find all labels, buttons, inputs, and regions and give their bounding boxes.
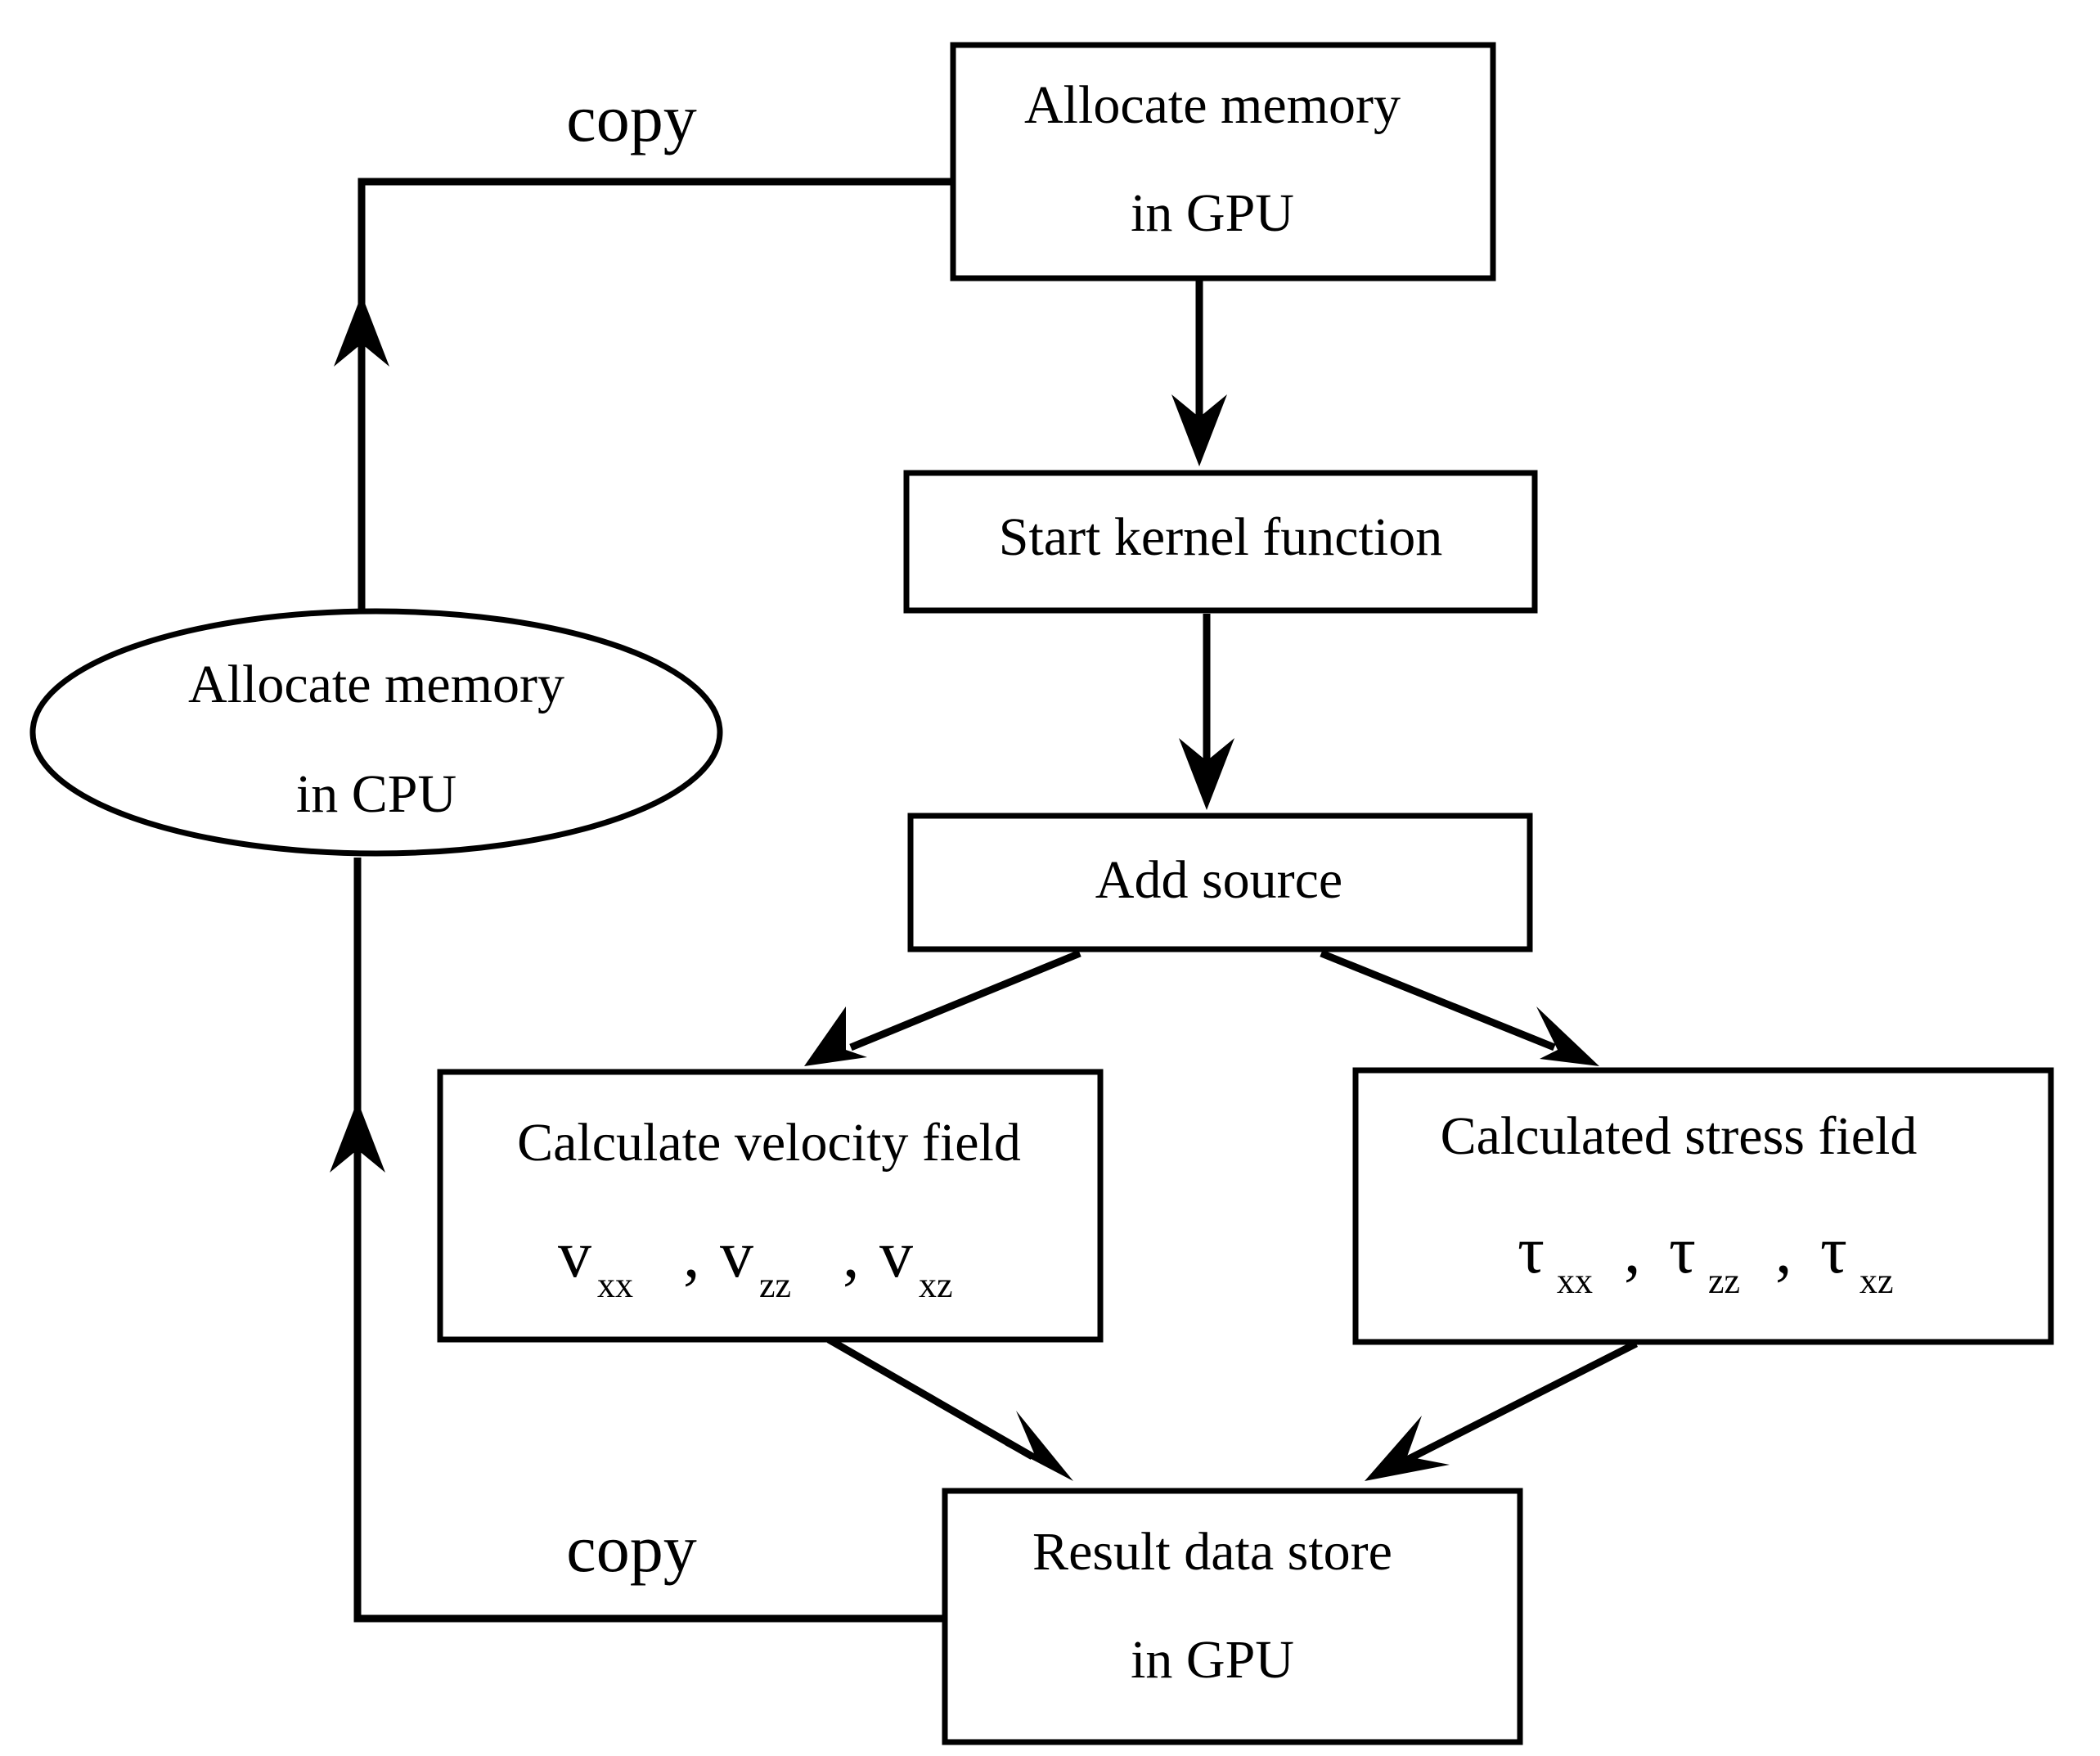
stress-sym-1: τ [1518,1213,1545,1287]
allocate-cpu-line2: in CPU [296,764,456,824]
stress-sub-3: xz [1859,1261,1894,1301]
source-to-velocity-connector [849,949,1081,1051]
result-store-line1: Result data store [1032,1522,1392,1582]
allocate-cpu-line1: Allocate memory [188,655,564,714]
node-add-source: Add source [907,813,1533,952]
node-result-store: Result data store in GPU [942,1488,1523,1745]
stress-sep-1: , [1624,1213,1641,1287]
stress-to-result-arrowhead [1365,1416,1450,1481]
gpu-to-kernel-arrowhead [1171,394,1227,466]
velocity-sub-3: xz [919,1265,953,1305]
velocity-components: v xx , v zz , v xz [558,1217,953,1305]
stress-sym-2: τ [1669,1213,1696,1287]
copy-bottom-arrowhead [330,1101,385,1173]
stress-components: τ xx , τ zz , τ xz [1518,1213,1894,1301]
source-to-stress-connector [1320,949,1556,1051]
kernel-to-source-arrowhead [1179,738,1234,810]
allocate-gpu-line2: in GPU [1131,183,1294,243]
velocity-sym-3: v [879,1217,913,1291]
velocity-field-label: Calculate velocity field [517,1113,1021,1173]
source-to-velocity-arrowhead [804,1006,867,1066]
stress-sub-2: zz [1708,1261,1740,1301]
stress-field-label: Calculated stress field [1441,1106,1918,1166]
node-velocity-field: Calculate velocity field v xx , v zz , v… [437,1069,1104,1343]
node-allocate-gpu: Allocate memory in GPU [950,42,1496,281]
source-to-stress-arrowhead [1536,1006,1599,1066]
velocity-to-result-arrowhead [1005,1411,1073,1481]
stress-sub-1: xx [1557,1261,1593,1301]
stress-sym-3: τ [1820,1213,1847,1287]
velocity-sub-2: zz [759,1265,791,1305]
velocity-sep-2: , [843,1217,860,1291]
velocity-sep-1: , [683,1217,700,1291]
velocity-to-result-connector [826,1336,1035,1460]
allocate-gpu-line1: Allocate memory [1024,75,1401,135]
velocity-sub-1: xx [597,1265,633,1305]
copy-bottom-label: copy [566,1511,696,1586]
copy-top-arrowhead [334,295,389,367]
node-start-kernel: Start kernel function [903,470,1538,614]
node-stress-field: Calculated stress field τ xx , τ zz , τ … [1352,1067,2054,1345]
velocity-sym-2: v [720,1217,753,1291]
stress-to-result-connector [1403,1340,1639,1465]
node-allocate-cpu: Allocate memory in CPU [29,608,723,857]
result-store-line2: in GPU [1131,1630,1294,1690]
add-source-label: Add source [1095,850,1342,910]
start-kernel-label: Start kernel function [999,507,1443,567]
copy-top-label: copy [566,81,696,155]
velocity-sym-1: v [558,1217,591,1291]
stress-sep-2: , [1775,1213,1792,1287]
copy-top-connector [357,178,953,610]
